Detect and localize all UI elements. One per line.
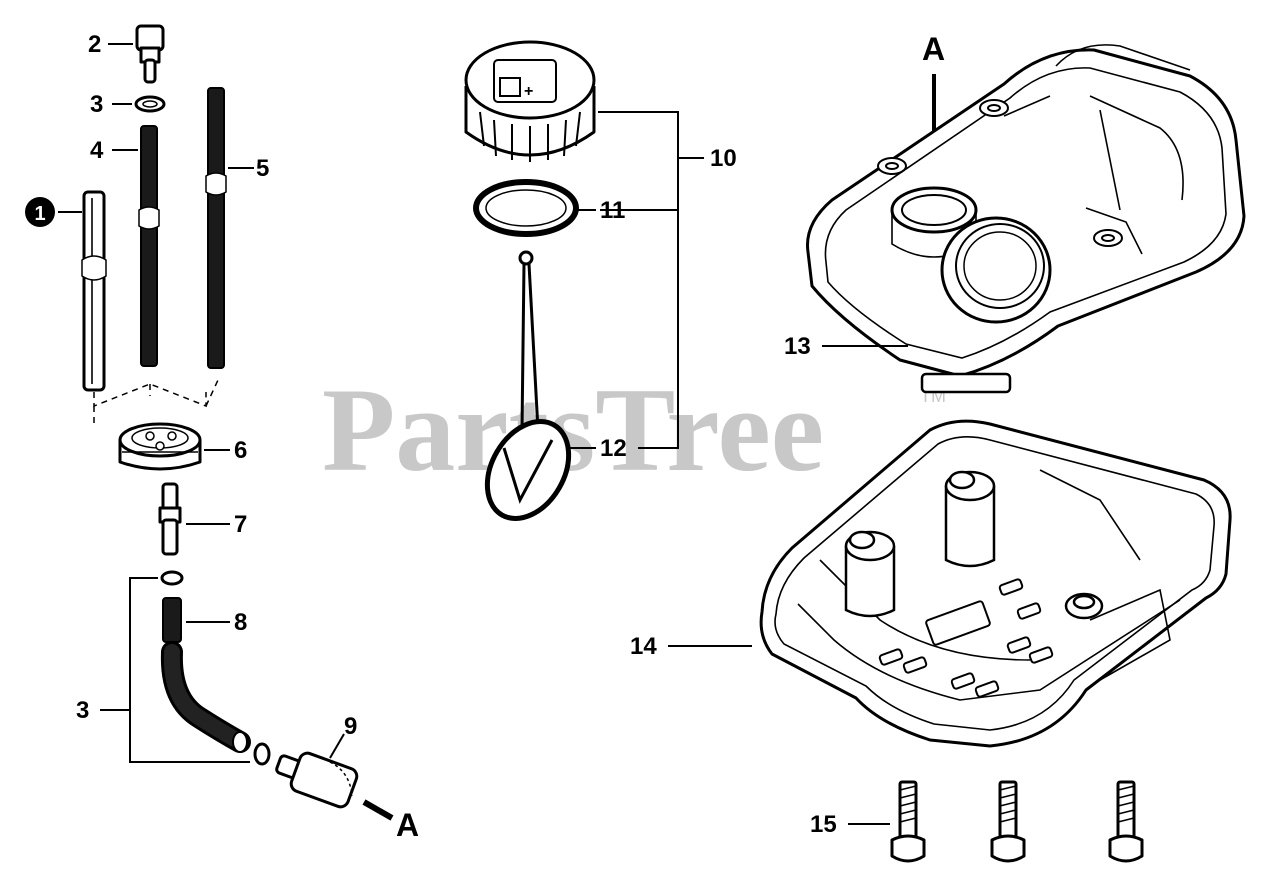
- watermark-text: PartsTree: [322, 363, 824, 496]
- callout-8[interactable]: 8: [234, 609, 247, 636]
- screw-3: [1108, 780, 1144, 863]
- callout-5[interactable]: 5: [256, 155, 269, 182]
- callout-3-bottom[interactable]: 3: [76, 697, 89, 724]
- part-14-tank-bottom: [759, 419, 1232, 748]
- callout-11[interactable]: 11: [600, 197, 625, 224]
- part-5-hose: [205, 87, 227, 369]
- part-1-hose: [81, 190, 107, 392]
- callout-4[interactable]: 4: [90, 137, 104, 164]
- callout-15[interactable]: 15: [810, 811, 837, 838]
- part-3-clip: [253, 742, 271, 766]
- part-3-clamp: [160, 570, 184, 586]
- callout-1-badge: [25, 197, 55, 227]
- connector-a-bottom-line: [362, 799, 394, 821]
- callout-7[interactable]: 7: [234, 511, 247, 538]
- bracket-10: [598, 111, 679, 449]
- callout-6[interactable]: 6: [234, 437, 247, 464]
- part-11-gasket: [473, 179, 579, 237]
- svg-text:+: +: [524, 83, 533, 100]
- part-8-fuel-line: [160, 597, 251, 753]
- connector-a-bottom[interactable]: A: [396, 807, 419, 843]
- callout-3-top[interactable]: 3: [90, 91, 103, 118]
- part-15-screws: [890, 780, 1144, 863]
- part-7-fitting: [158, 482, 182, 556]
- screw-1: [890, 780, 926, 863]
- leader-9: [329, 733, 345, 759]
- connector-a-top[interactable]: A: [922, 31, 945, 67]
- callout-12[interactable]: 12: [600, 435, 627, 462]
- watermark: PartsTree TM: [322, 363, 946, 496]
- part-6-grommet: [118, 422, 202, 471]
- bracket-3: [129, 577, 250, 763]
- screw-2: [990, 780, 1026, 863]
- part-4-hose: [138, 125, 160, 367]
- callout-1[interactable]: 1: [34, 203, 45, 225]
- callout-10[interactable]: 10: [710, 145, 737, 172]
- assembly-guides: [93, 379, 219, 426]
- part-2-fitting: [135, 24, 165, 84]
- part-12-strap: [484, 250, 572, 521]
- callout-2[interactable]: 2: [88, 31, 101, 58]
- callout-9[interactable]: 9: [344, 713, 357, 740]
- part-10-fuel-cap: +: [464, 40, 596, 162]
- part-13-tank-top: [806, 44, 1246, 394]
- callout-13[interactable]: 13: [784, 333, 811, 360]
- part-9-fuel-filter: [275, 751, 359, 809]
- callout-14[interactable]: 14: [630, 633, 657, 660]
